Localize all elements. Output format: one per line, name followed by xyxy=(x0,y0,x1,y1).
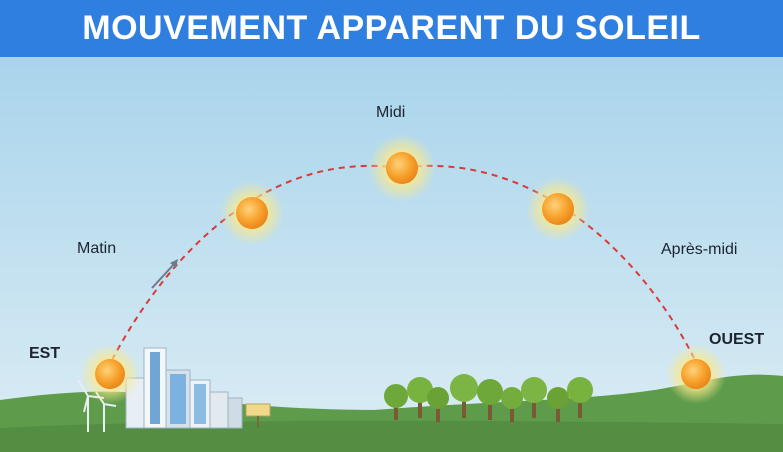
sun-icon-ouest xyxy=(666,344,726,404)
sun-icon-matin xyxy=(220,181,284,245)
arrow-icon xyxy=(151,259,178,289)
label-est: EST xyxy=(29,345,61,362)
title-bar-background xyxy=(0,0,783,57)
tree-icon xyxy=(384,374,593,422)
label-midi: Midi xyxy=(376,104,406,121)
label-ouest: OUEST xyxy=(709,331,765,348)
page-title: MOUVEMENT APPARENT DU SOLEIL xyxy=(82,9,701,47)
sun-icon-est xyxy=(80,344,140,404)
sun-icon-midi xyxy=(368,134,436,202)
sun-icon-apres-midi xyxy=(526,177,590,241)
sun-path-arc xyxy=(111,164,696,361)
city-buildings-icon xyxy=(125,347,271,429)
title-bar: MOUVEMENT APPARENT DU SOLEIL xyxy=(0,0,783,57)
label-matin: Matin xyxy=(77,240,117,257)
label-apres-midi: Après-midi xyxy=(661,241,738,258)
ground-front xyxy=(0,420,783,452)
